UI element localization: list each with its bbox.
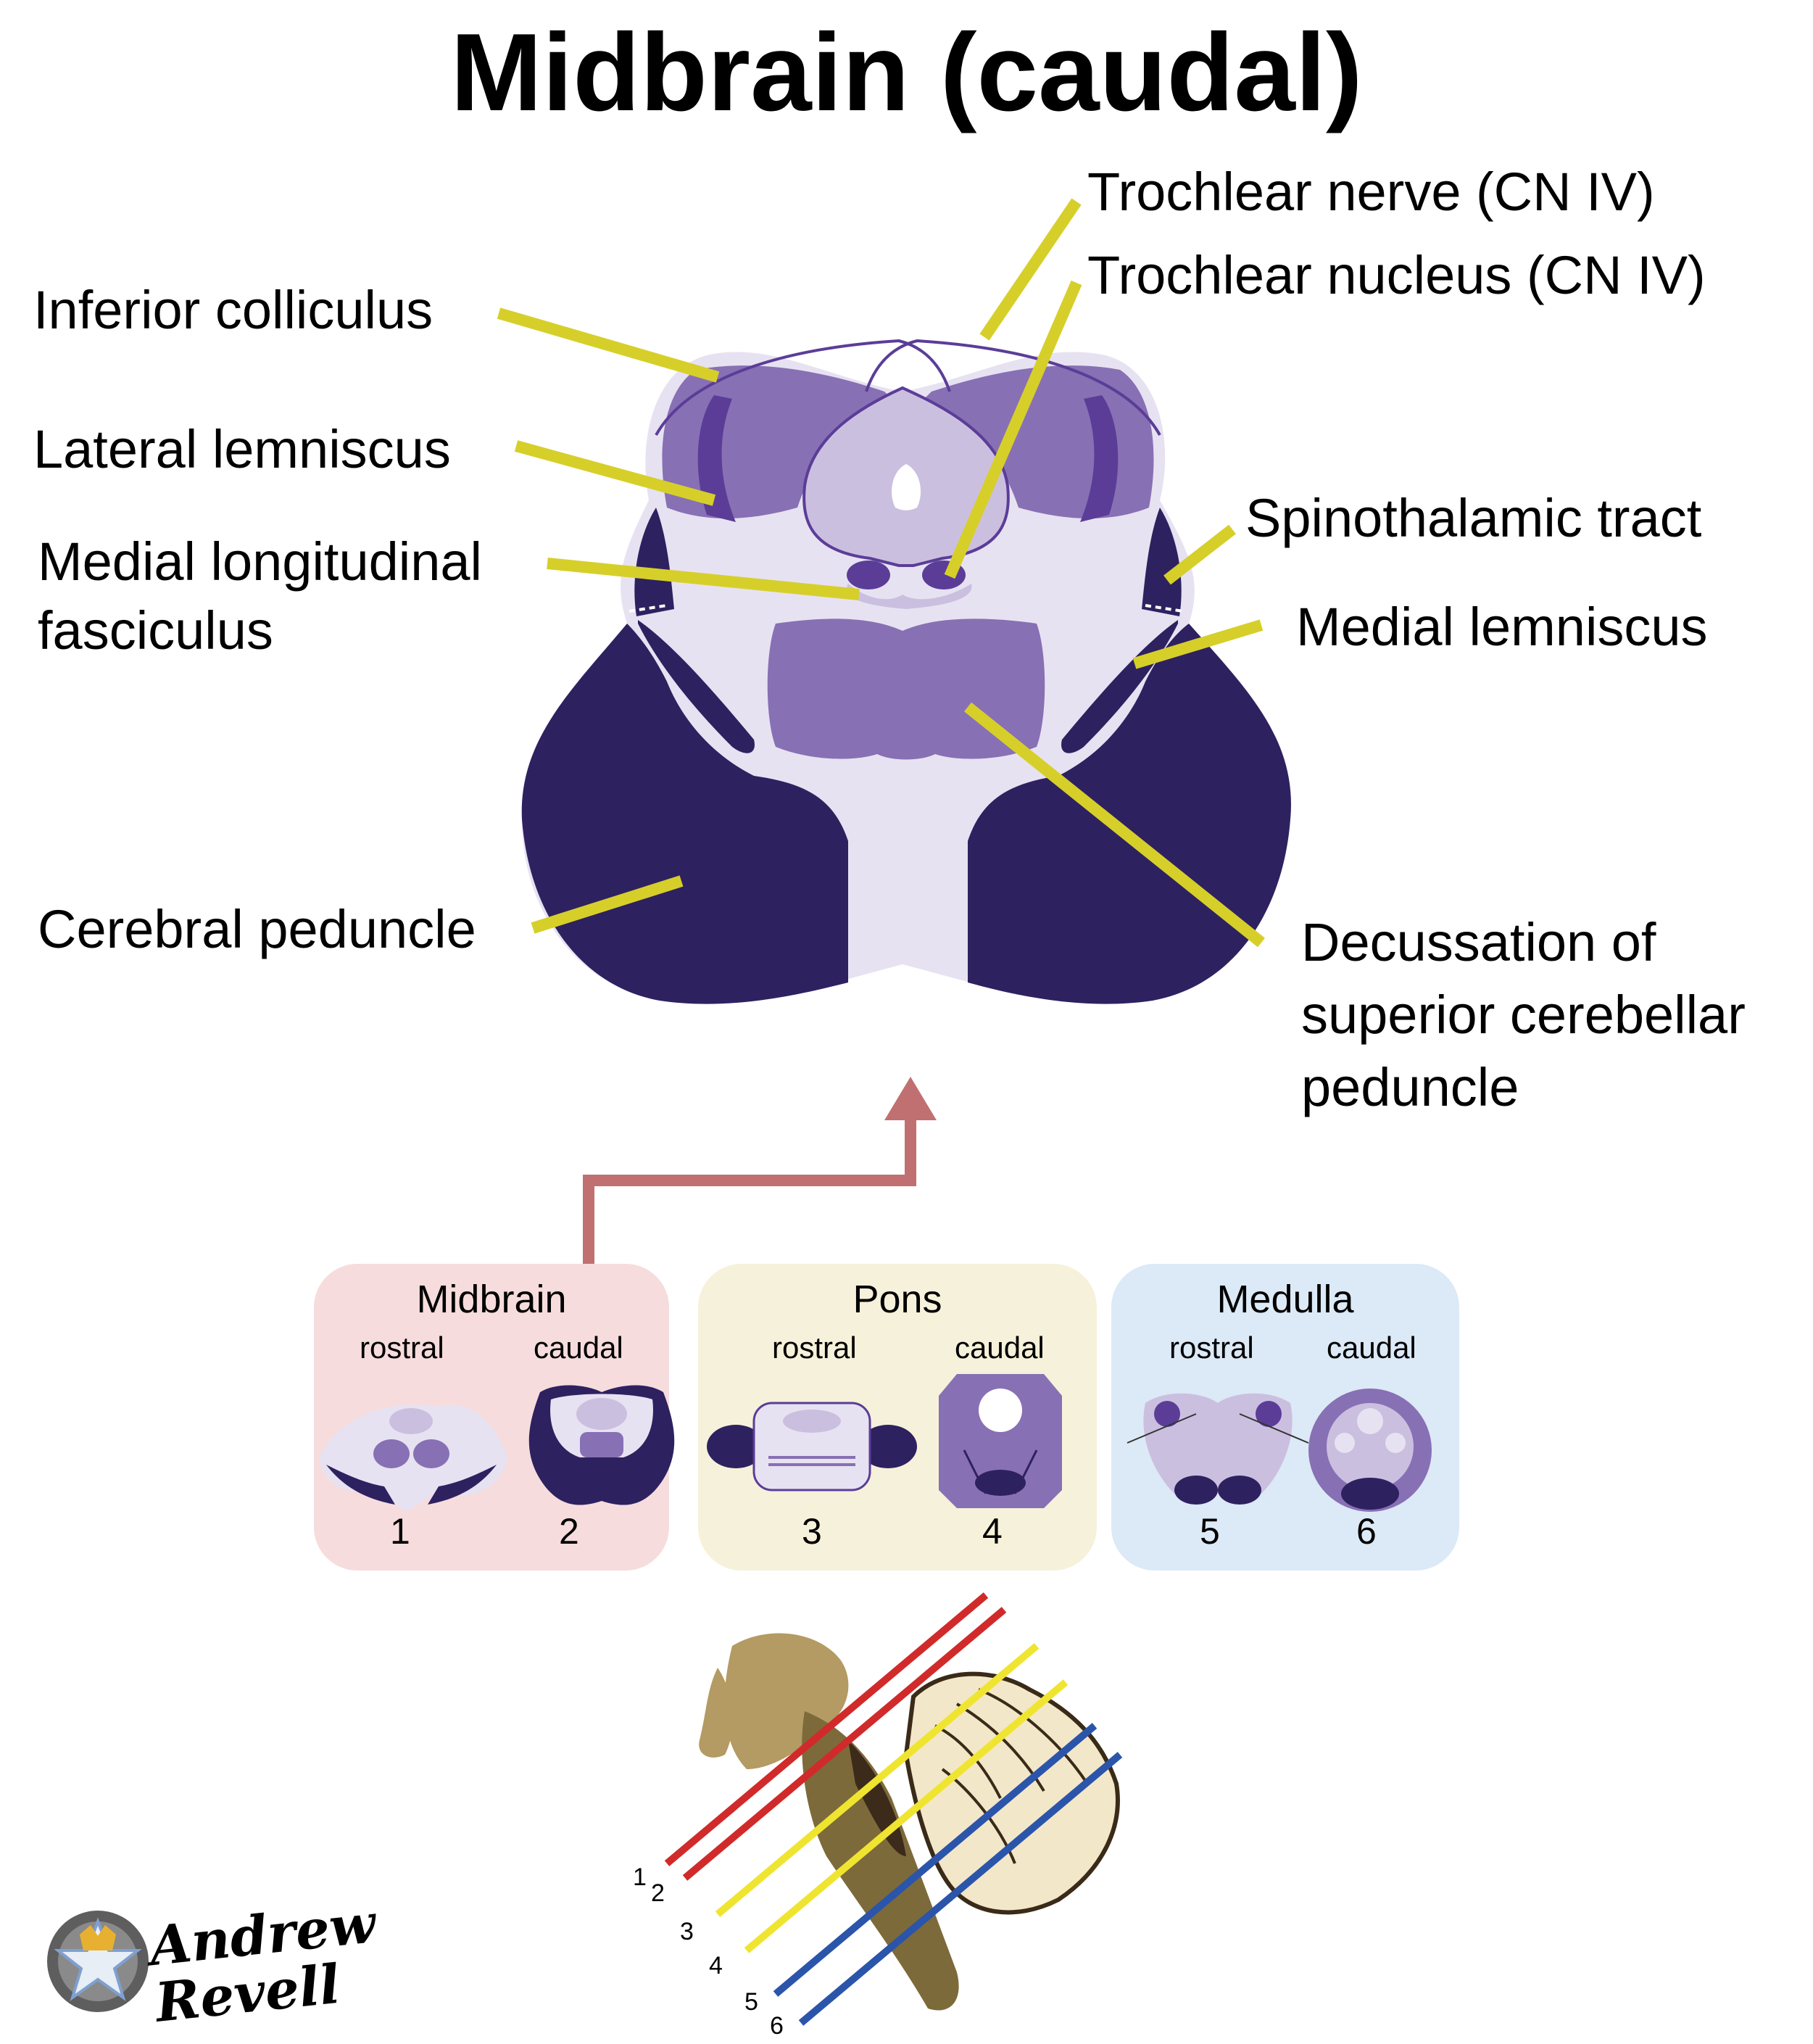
midbrain-thalamus-shape xyxy=(724,1633,849,1769)
label-medial-lemniscus: Medial lemniscus xyxy=(1296,597,1708,657)
left-spinothalamic-tract xyxy=(634,508,674,616)
midbrain-nav-title: Midbrain xyxy=(416,1278,567,1321)
author-logo-icon xyxy=(47,1911,149,2012)
midbrain-nav-caudal: caudal xyxy=(534,1331,623,1365)
slice-number-5: 5 xyxy=(744,1988,758,2016)
thumb-pons-rostral xyxy=(707,1402,917,1491)
label-trochlear-nucleus: Trochlear nucleus (CN IV) xyxy=(1087,245,1706,305)
leader-lines xyxy=(497,198,1266,948)
leader-medial-lemniscus xyxy=(1132,619,1264,669)
thumb-medulla-rostral xyxy=(1127,1393,1309,1505)
medulla-nav-num-6: 6 xyxy=(1356,1511,1377,1552)
medial-longitudinal-fasciculus xyxy=(847,584,972,609)
label-mlf-line2: fasciculus xyxy=(38,600,273,661)
thumb-medulla-caudal xyxy=(1308,1389,1432,1512)
medulla-nav-panel[interactable]: Medulla rostral caudal 5 6 xyxy=(1111,1264,1459,1571)
leader-cerebral-peduncle xyxy=(531,875,684,934)
leader-trochlear-nucleus xyxy=(944,280,1082,579)
arrow-head xyxy=(884,1077,937,1120)
label-cerebral-peduncle: Cerebral peduncle xyxy=(38,899,476,959)
midbrain-nav-rostral: rostral xyxy=(360,1331,444,1365)
slice-line-1 xyxy=(664,1592,989,1866)
label-dscp-line1: Decussation of xyxy=(1301,912,1656,972)
pons-nav-panel[interactable]: Pons rostral caudal 3 4 xyxy=(698,1264,1097,1571)
cerebral-aqueduct xyxy=(892,464,921,510)
left-trochlear-nerve xyxy=(655,339,951,436)
label-lateral-lemniscus: Lateral lemniscus xyxy=(33,419,451,479)
brainstem-shape xyxy=(802,1711,959,2011)
slice-number-3: 3 xyxy=(680,1918,694,1945)
left-trochlear-nucleus xyxy=(847,560,890,589)
slice-line-5 xyxy=(773,1723,1098,1997)
slice-number-6: 6 xyxy=(770,2012,784,2040)
navigator-boxes xyxy=(314,1264,1459,1571)
medulla-nav-rostral: rostral xyxy=(1169,1331,1254,1365)
label-inferior-colliculus: Inferior colliculus xyxy=(33,280,433,340)
label-spinothalamic: Spinothalamic tract xyxy=(1245,488,1702,548)
pons-nav-num-4: 4 xyxy=(982,1511,1003,1552)
medulla-nav-num-5: 5 xyxy=(1200,1511,1220,1552)
label-mlf-line1: Medial longitudinal xyxy=(38,531,482,592)
right-trochlear-nerve xyxy=(865,339,1161,436)
thumb-midbrain-rostral xyxy=(319,1404,507,1512)
leader-lateral-lemniscus xyxy=(514,440,716,506)
slice-line-4 xyxy=(744,1679,1069,1953)
pons-nav-caudal: caudal xyxy=(955,1331,1045,1365)
left-dashed-boundary xyxy=(628,604,668,613)
leader-mlf xyxy=(547,558,860,600)
arrow-shaft xyxy=(583,1117,916,1265)
author-signature: Andrew Revell xyxy=(146,1892,384,2035)
left-medial-lemniscus xyxy=(638,620,755,753)
right-lateral-lemniscus xyxy=(1080,395,1119,522)
slice-line-6 xyxy=(798,1752,1123,2026)
slice-number-1: 1 xyxy=(633,1863,647,1891)
slice-number-4: 4 xyxy=(709,1952,723,1979)
page-title: Midbrain (caudal) xyxy=(450,11,1363,134)
pituitary-shape xyxy=(699,1668,733,1758)
thumb-midbrain-caudal xyxy=(528,1385,675,1505)
slice-number-2: 2 xyxy=(651,1879,665,1907)
leader-dscp xyxy=(963,702,1266,948)
pons-nav-title: Pons xyxy=(852,1278,942,1321)
label-dscp-line2: superior cerebellar xyxy=(1301,985,1746,1045)
right-dashed-boundary xyxy=(1145,604,1184,613)
medulla-nav-title: Medulla xyxy=(1216,1278,1354,1321)
slice-line-3 xyxy=(715,1643,1040,1917)
midbrain-section xyxy=(521,339,1291,1004)
medulla-nav-caudal: caudal xyxy=(1327,1331,1416,1365)
right-spinothalamic-tract xyxy=(1142,508,1182,616)
thumb-pons-caudal xyxy=(939,1374,1062,1508)
label-trochlear-nerve: Trochlear nerve (CN IV) xyxy=(1087,162,1655,222)
pons-nav-num-3: 3 xyxy=(802,1511,822,1552)
midbrain-nav-num-2: 2 xyxy=(559,1511,579,1552)
decussation-superior-cerebellar-peduncle xyxy=(767,618,1045,760)
navigator-arrow xyxy=(583,1077,937,1265)
pons-nav-rostral: rostral xyxy=(772,1331,857,1365)
midbrain-nav-panel[interactable]: Midbrain rostral caudal 1 2 xyxy=(314,1264,669,1571)
midbrain-nav-num-1: 1 xyxy=(390,1511,410,1552)
brainstem-side-view xyxy=(664,1592,1123,2026)
left-lateral-lemniscus xyxy=(697,395,736,522)
leader-trochlear-nerve xyxy=(979,198,1082,341)
label-dscp-line3: peduncle xyxy=(1301,1057,1519,1117)
slice-line-2 xyxy=(682,1607,1007,1881)
leader-spinothalamic xyxy=(1163,524,1236,585)
leader-inferior-colliculus xyxy=(497,307,720,383)
